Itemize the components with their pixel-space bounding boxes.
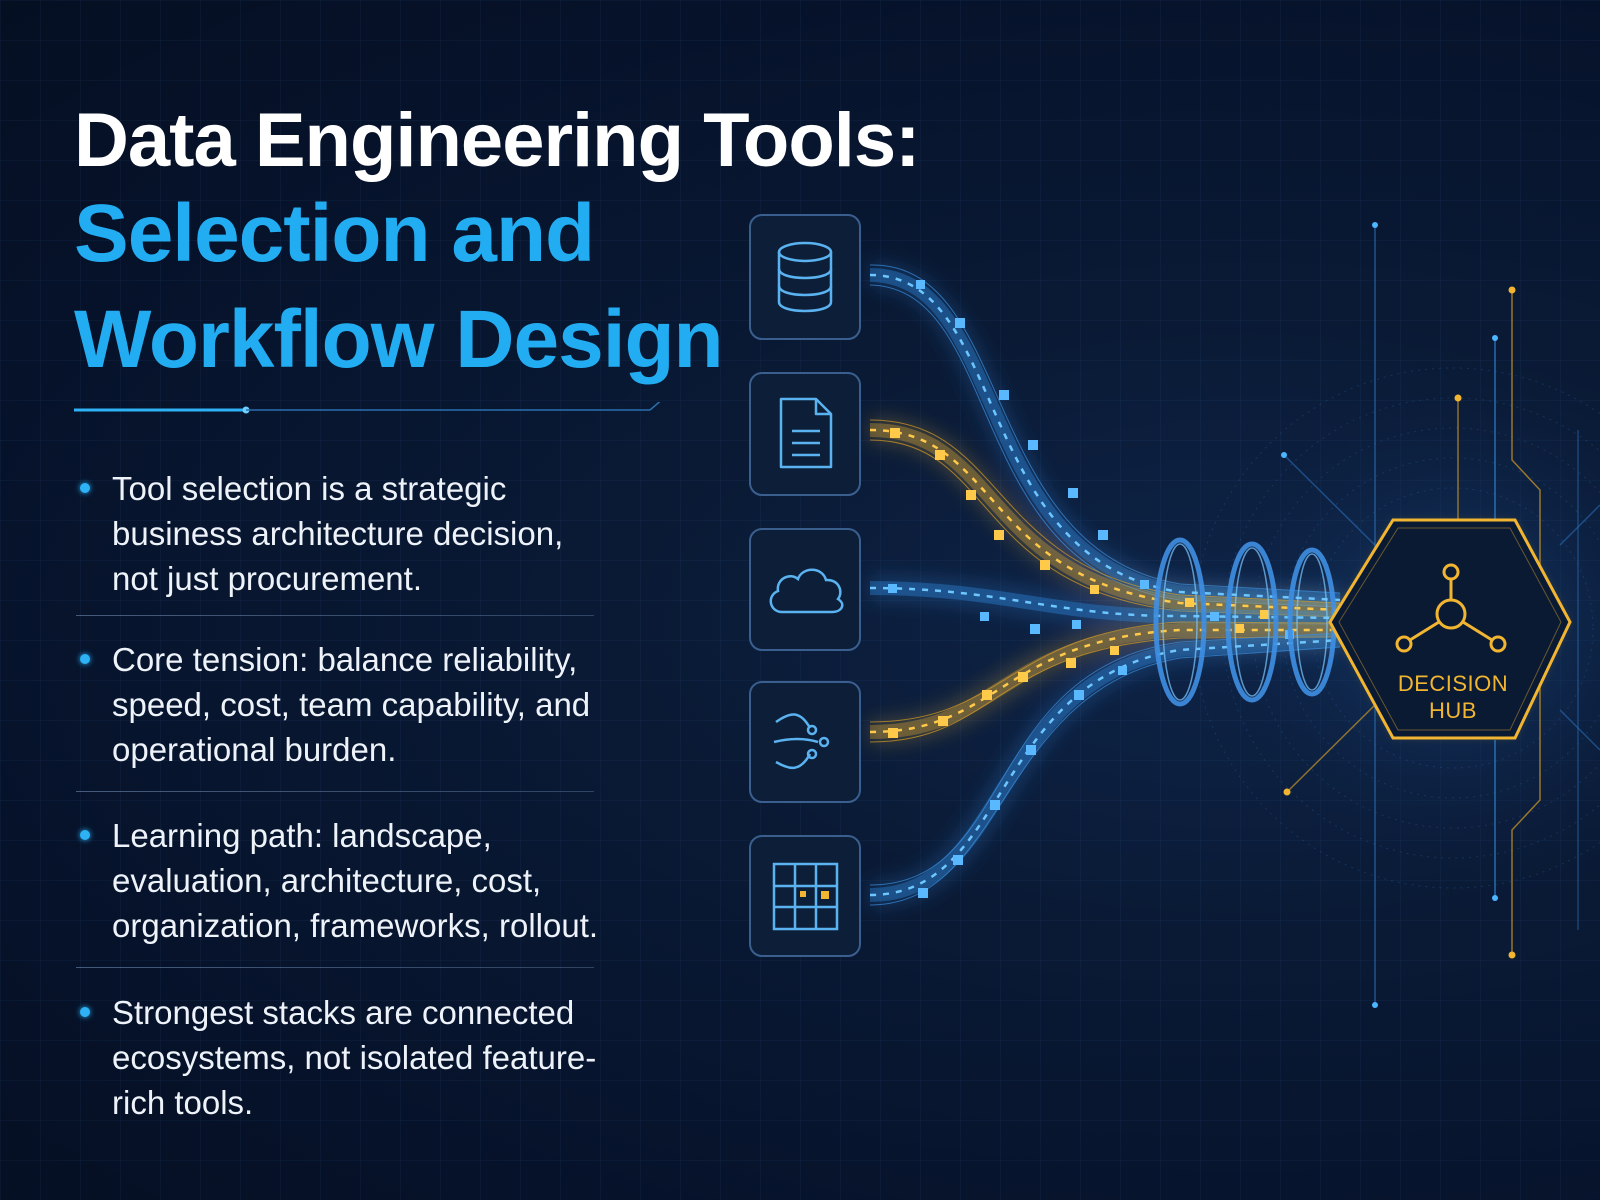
underline-tick [649, 402, 661, 411]
bullet-text: Tool selection is a strategic business a… [112, 470, 564, 597]
streams [869, 264, 1341, 906]
title-underline [74, 402, 661, 414]
grid-cell-highlight [800, 891, 806, 897]
stream-icon [773, 713, 830, 769]
title-line-3: Workflow Design [74, 294, 724, 385]
bullet-text: Core tension: balance reliability, speed… [112, 641, 591, 768]
bullet-divider [76, 615, 594, 616]
hub-label-line1: DECISION [1398, 671, 1508, 696]
cloud-icon [769, 568, 844, 614]
source-panel-cloud [749, 528, 861, 651]
decision-hub: DECISION HUB [1328, 518, 1572, 740]
source-panel-grid [749, 835, 861, 957]
grid-icon [772, 862, 839, 931]
document-icon [779, 397, 833, 469]
bullet-dot [80, 483, 90, 493]
bullet-divider [76, 791, 594, 792]
source-panel-database [749, 214, 861, 340]
stream-cloud [869, 581, 1341, 625]
bullet-dot [80, 654, 90, 664]
bullet-dot [80, 1007, 90, 1017]
stream-flow [869, 623, 1340, 739]
source-panel-stream [749, 681, 861, 803]
grid-cell-highlight [821, 891, 829, 899]
bullet-divider [76, 967, 594, 968]
title-line-2: Selection and [74, 188, 595, 279]
database-icon [777, 241, 833, 313]
network-node-icon [1395, 563, 1507, 653]
data-packets [888, 280, 1294, 898]
bullet-text: Learning path: landscape, evaluation, ar… [112, 817, 599, 944]
source-panel-document [749, 372, 861, 496]
hub-label-line2: HUB [1429, 698, 1477, 723]
bullet-dot [80, 830, 90, 840]
title-line-1: Data Engineering Tools: [74, 98, 920, 183]
bullet-text: Strongest stacks are connected ecosystem… [112, 994, 597, 1121]
